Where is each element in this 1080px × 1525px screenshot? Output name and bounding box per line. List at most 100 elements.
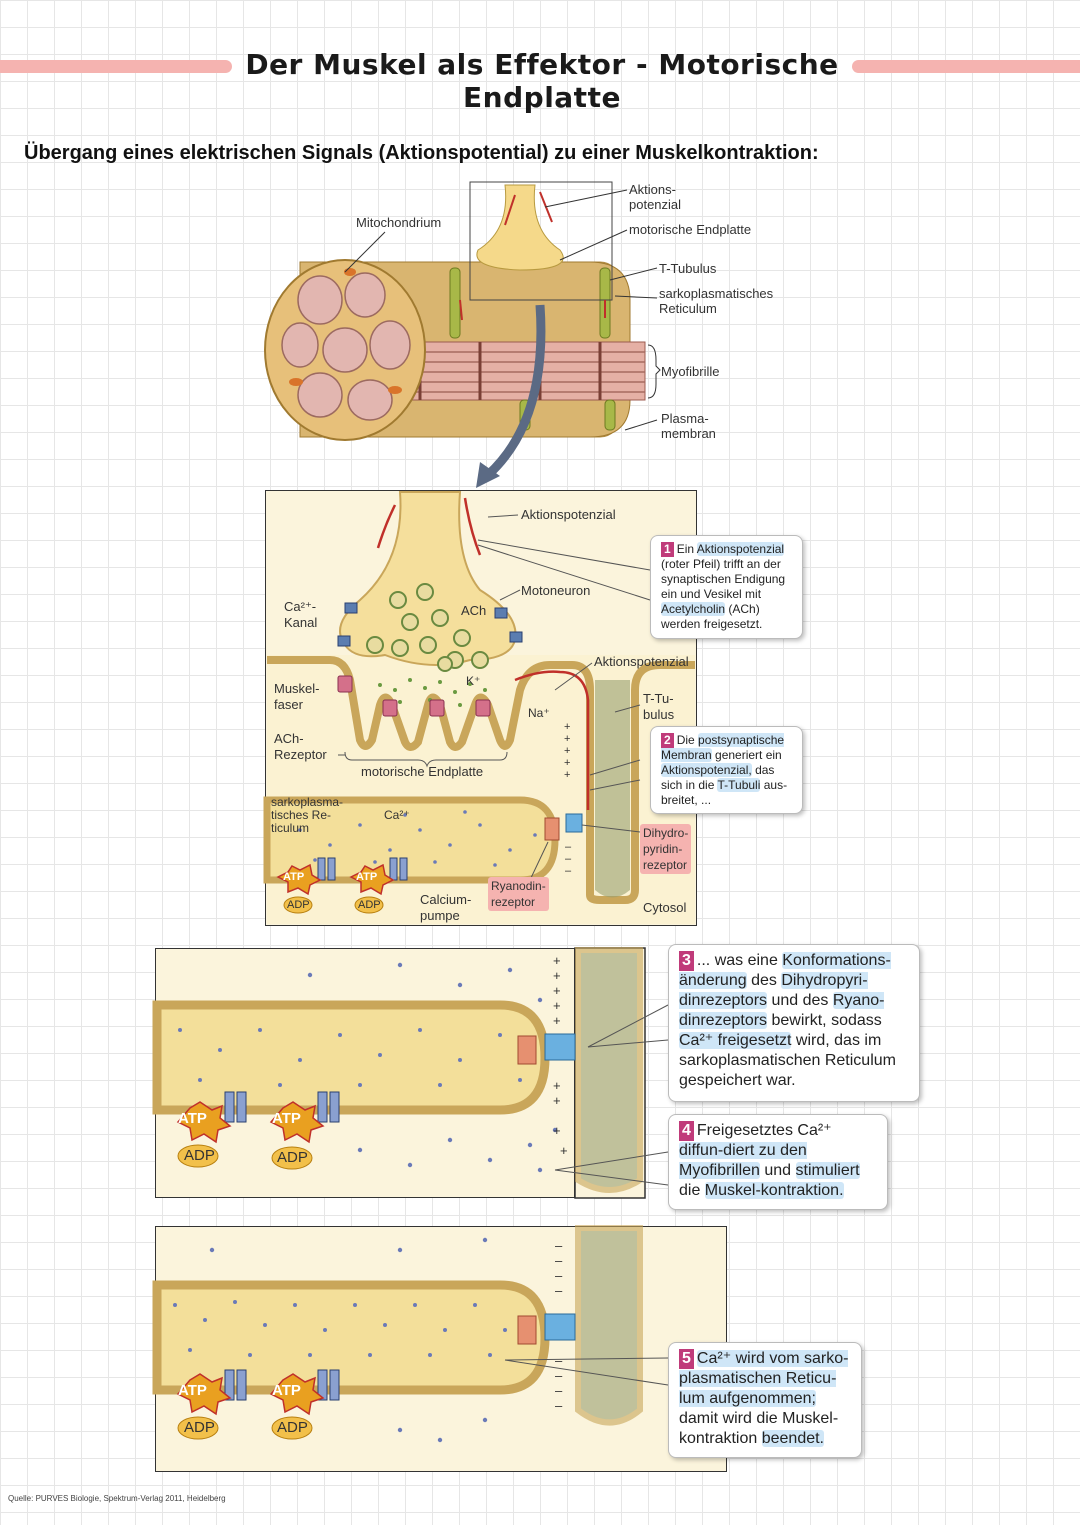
label-motorische-endplatte-detail: motorische Endplatte bbox=[361, 764, 484, 779]
step-highlight: Aktionspotenzial, bbox=[661, 763, 752, 777]
label-calcium-pumpe: Calcium- pumpe bbox=[420, 892, 472, 923]
step-text: Ein bbox=[676, 542, 697, 556]
svg-text:–: – bbox=[565, 841, 572, 853]
label-cytosol: Cytosol bbox=[643, 900, 687, 915]
step-text: des bbox=[746, 972, 782, 989]
step-number: 2 bbox=[661, 733, 674, 748]
svg-text:+: + bbox=[564, 745, 570, 757]
step-highlight: stimuliert bbox=[795, 1162, 860, 1179]
svg-text:+: + bbox=[553, 1123, 561, 1138]
svg-text:+: + bbox=[553, 1013, 561, 1028]
svg-text:+: + bbox=[553, 983, 561, 998]
step-highlight: Acetylcholin bbox=[661, 602, 726, 616]
step-text: ... was eine bbox=[696, 952, 783, 969]
step-number: 5 bbox=[679, 1349, 694, 1369]
svg-text:–: – bbox=[555, 1268, 563, 1283]
label-motorische-endplatte-overview: motorische Endplatte bbox=[629, 222, 752, 237]
label-t-tubulus-overview: T-Tubulus bbox=[659, 261, 717, 276]
step-text: die bbox=[679, 1182, 705, 1199]
label-plasmamembran: Plasma- membran bbox=[661, 411, 716, 441]
label-ca-detail: Ca²⁺ bbox=[384, 808, 410, 822]
step-text: wird, das im sarkoplasmatischen Reticulu… bbox=[679, 1032, 896, 1089]
adp-label-3: ADP bbox=[184, 1147, 215, 1164]
step-text: aus-breitet, ... bbox=[661, 778, 788, 807]
step-text: und bbox=[759, 1162, 796, 1179]
step-text: Freigesetztes Ca²⁺ bbox=[696, 1122, 832, 1139]
label-k: K⁺ bbox=[466, 674, 481, 688]
label-myofibrille: Myofibrille bbox=[661, 364, 720, 379]
svg-text:+: + bbox=[564, 769, 570, 781]
label-sr-overview: sarkoplasmatisches Reticulum bbox=[659, 286, 774, 316]
step-highlight: beendet. bbox=[761, 1430, 824, 1447]
step-text: (roter Pfeil) trifft an der synaptischen… bbox=[661, 557, 786, 601]
step-number: 1 bbox=[661, 542, 674, 557]
label-muskelfaser: Muskel- faser bbox=[274, 681, 320, 712]
atp-label-4: ATP bbox=[272, 1110, 301, 1127]
svg-text:–: – bbox=[555, 1238, 563, 1253]
svg-text:+: + bbox=[553, 968, 561, 983]
label-ach: ACh bbox=[461, 603, 487, 618]
source-citation: Quelle: PURVES Biologie, Spektrum-Verlag… bbox=[8, 1494, 226, 1503]
step-text: (ACh) werden freigesetzt. bbox=[661, 602, 763, 631]
title-decoration-left bbox=[0, 60, 232, 73]
title-decoration-right bbox=[852, 60, 1080, 73]
step-highlight: Ca²⁺ wird vom sarko-plasmatischen Reticu… bbox=[679, 1350, 849, 1407]
svg-text:–: – bbox=[555, 1368, 563, 1383]
label-aktionspotenzial-overview: Aktions- potenzial bbox=[629, 182, 682, 212]
step-text: damit wird die Muskel-kontraktion bbox=[679, 1410, 839, 1447]
step-text: Die bbox=[676, 733, 699, 747]
svg-text:+: + bbox=[553, 1078, 561, 1093]
step-number: 4 bbox=[679, 1121, 694, 1141]
svg-text:–: – bbox=[565, 853, 572, 865]
svg-text:–: – bbox=[555, 1253, 563, 1268]
label-t-tubulus-detail: T-Tu- bulus bbox=[643, 691, 675, 722]
adp-label-4: ADP bbox=[277, 1149, 308, 1166]
svg-text:+: + bbox=[553, 998, 561, 1013]
atp-label-1: ATP bbox=[283, 871, 305, 883]
svg-text:+: + bbox=[553, 953, 561, 968]
label-mitochondrium: Mitochondrium bbox=[356, 215, 442, 230]
step-text: das sich in die bbox=[661, 763, 775, 792]
svg-text:–: – bbox=[565, 865, 572, 877]
svg-text:–: – bbox=[555, 1353, 563, 1368]
adp-label-5: ADP bbox=[184, 1419, 215, 1436]
page-title: Der Muskel als Effektor - Motorische End… bbox=[245, 48, 839, 114]
svg-text:–: – bbox=[555, 1383, 563, 1398]
svg-text:+: + bbox=[564, 721, 570, 733]
step-highlight: Ca²⁺ freigesetzt bbox=[679, 1032, 792, 1049]
adp-label-2: ADP bbox=[358, 899, 381, 911]
label-aktionspotenzial-detail: Aktionspotenzial bbox=[521, 507, 616, 522]
label-ca-kanal: Ca²⁺- Kanal bbox=[284, 599, 318, 630]
step-highlight: Muskel-kontraktion. bbox=[704, 1182, 844, 1199]
step-text: und des bbox=[767, 992, 833, 1009]
step-highlight: T-Tubuli bbox=[717, 778, 761, 792]
label-ach-rezeptor: ACh- Rezeptor bbox=[274, 731, 327, 762]
svg-text:+: + bbox=[553, 1093, 561, 1108]
adp-label-1: ADP bbox=[287, 899, 310, 911]
svg-text:+: + bbox=[560, 1143, 568, 1158]
svg-text:+: + bbox=[564, 733, 570, 745]
label-dhp-rezeptor: Dihydro- pyridin- rezeptor bbox=[640, 824, 692, 874]
step-text: bewirkt, sodass bbox=[767, 1012, 882, 1029]
atp-label-6: ATP bbox=[272, 1382, 301, 1399]
subheading: Übergang eines elektrischen Signals (Akt… bbox=[24, 142, 819, 164]
svg-text:–: – bbox=[555, 1283, 563, 1298]
atp-label-3: ATP bbox=[178, 1110, 207, 1127]
callout-step-3: 3... was eine Konformations-änderung des… bbox=[668, 944, 920, 1102]
svg-text:+: + bbox=[564, 757, 570, 769]
step-highlight: Aktionspotenzial bbox=[696, 542, 785, 556]
atp-label-5: ATP bbox=[178, 1382, 207, 1399]
label-aktionspotenzial-right: Aktionspotenzial bbox=[594, 654, 689, 669]
step-number: 3 bbox=[679, 951, 694, 971]
step-text: generiert ein bbox=[711, 748, 782, 762]
label-ryanodin-rezeptor: Ryanodin- rezeptor bbox=[488, 877, 549, 911]
label-na: Na⁺ bbox=[528, 706, 550, 720]
label-sr-detail: sarkoplasma- tisches Re- ticulum bbox=[271, 795, 344, 835]
